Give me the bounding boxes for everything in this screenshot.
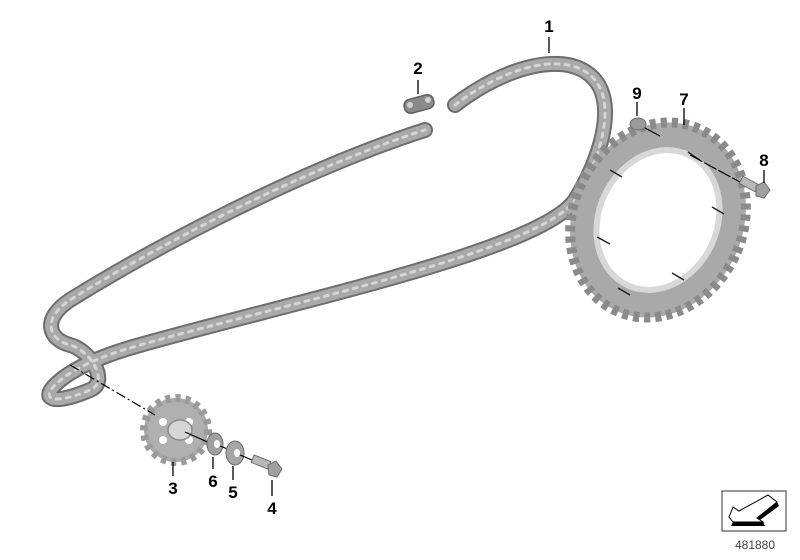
callout-2: 2 bbox=[413, 59, 423, 78]
callout-8: 8 bbox=[759, 151, 769, 170]
leader-lines bbox=[172, 37, 765, 496]
callout-3: 3 bbox=[168, 479, 178, 498]
drive-chain bbox=[41, 55, 613, 408]
rear-sprocket bbox=[565, 117, 751, 323]
washer bbox=[225, 440, 253, 466]
chain-master-link bbox=[403, 93, 435, 115]
callout-9: 9 bbox=[632, 84, 642, 103]
rear-sprocket-nut bbox=[629, 117, 661, 137]
rear-sprocket-bolt bbox=[689, 154, 771, 199]
callout-5: 5 bbox=[228, 483, 238, 502]
front-sprocket bbox=[69, 364, 213, 466]
reference-id: 481880 bbox=[734, 538, 776, 552]
arrow-pointer-icon bbox=[721, 490, 787, 532]
callout-7: 7 bbox=[679, 90, 689, 109]
callout-4: 4 bbox=[267, 499, 277, 518]
callout-1: 1 bbox=[544, 17, 554, 36]
callout-6: 6 bbox=[208, 472, 218, 491]
sprocket-bolt bbox=[250, 454, 283, 478]
